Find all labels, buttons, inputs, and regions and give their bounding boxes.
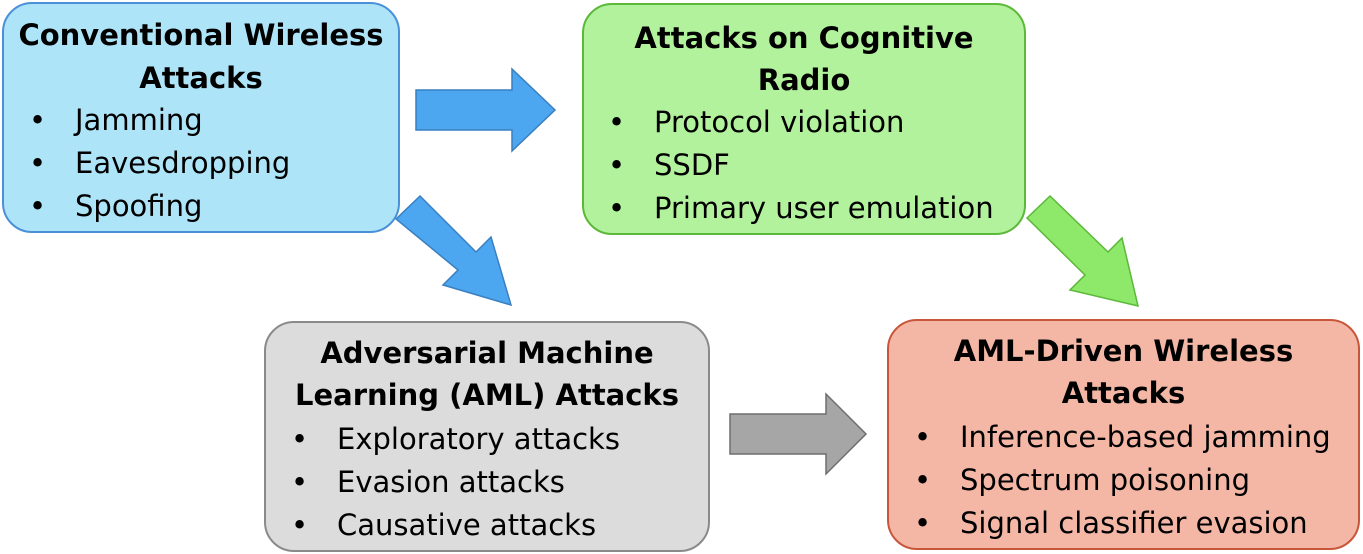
box-title: AML-Driven Wireless	[953, 334, 1294, 368]
aml-driven-wireless-attacks-box: AML-Driven Wireless Attacks Inference-ba…	[887, 319, 1360, 550]
box-title: Conventional Wireless	[18, 18, 384, 52]
list-item: Primary user emulation	[608, 187, 994, 230]
arrow-aml-to-amldriven	[729, 392, 868, 476]
arrow-conventional-to-cognitive	[415, 67, 557, 153]
item-list: Protocol violation SSDF Primary user emu…	[608, 101, 994, 230]
list-item: Protocol violation	[608, 101, 994, 144]
list-item: Spectrum poisoning	[914, 459, 1331, 502]
list-item: Spoofing	[29, 185, 290, 228]
conventional-wireless-attacks-box: Conventional Wireless Attacks Jamming Ea…	[2, 2, 400, 233]
list-item: Signal classifier evasion	[914, 502, 1331, 545]
list-item: Exploratory attacks	[291, 418, 620, 461]
arrow-conventional-to-aml	[394, 194, 513, 307]
box-title: Attacks on Cognitive	[634, 21, 974, 55]
list-item: Evasion attacks	[291, 461, 620, 504]
cognitive-radio-attacks-box: Attacks on Cognitive Radio Protocol viol…	[582, 3, 1026, 235]
list-item: Causative attacks	[291, 504, 620, 547]
item-list: Inference-based jamming Spectrum poisoni…	[914, 416, 1331, 545]
box-title: Attacks	[1061, 376, 1186, 410]
item-list: Jamming Eavesdropping Spoofing	[29, 99, 290, 228]
box-title: Adversarial Machine	[320, 336, 654, 370]
list-item: Eavesdropping	[29, 142, 290, 185]
box-title: Radio	[757, 63, 851, 97]
list-item: Inference-based jamming	[914, 416, 1331, 459]
arrow-cognitive-to-amldriven	[1025, 194, 1140, 308]
box-title: Learning (AML) Attacks	[295, 378, 679, 412]
list-item: SSDF	[608, 144, 994, 187]
item-list: Exploratory attacks Evasion attacks Caus…	[291, 418, 620, 547]
box-title: Attacks	[139, 61, 263, 95]
aml-attacks-box: Adversarial Machine Learning (AML) Attac…	[264, 321, 710, 552]
list-item: Jamming	[29, 99, 290, 142]
